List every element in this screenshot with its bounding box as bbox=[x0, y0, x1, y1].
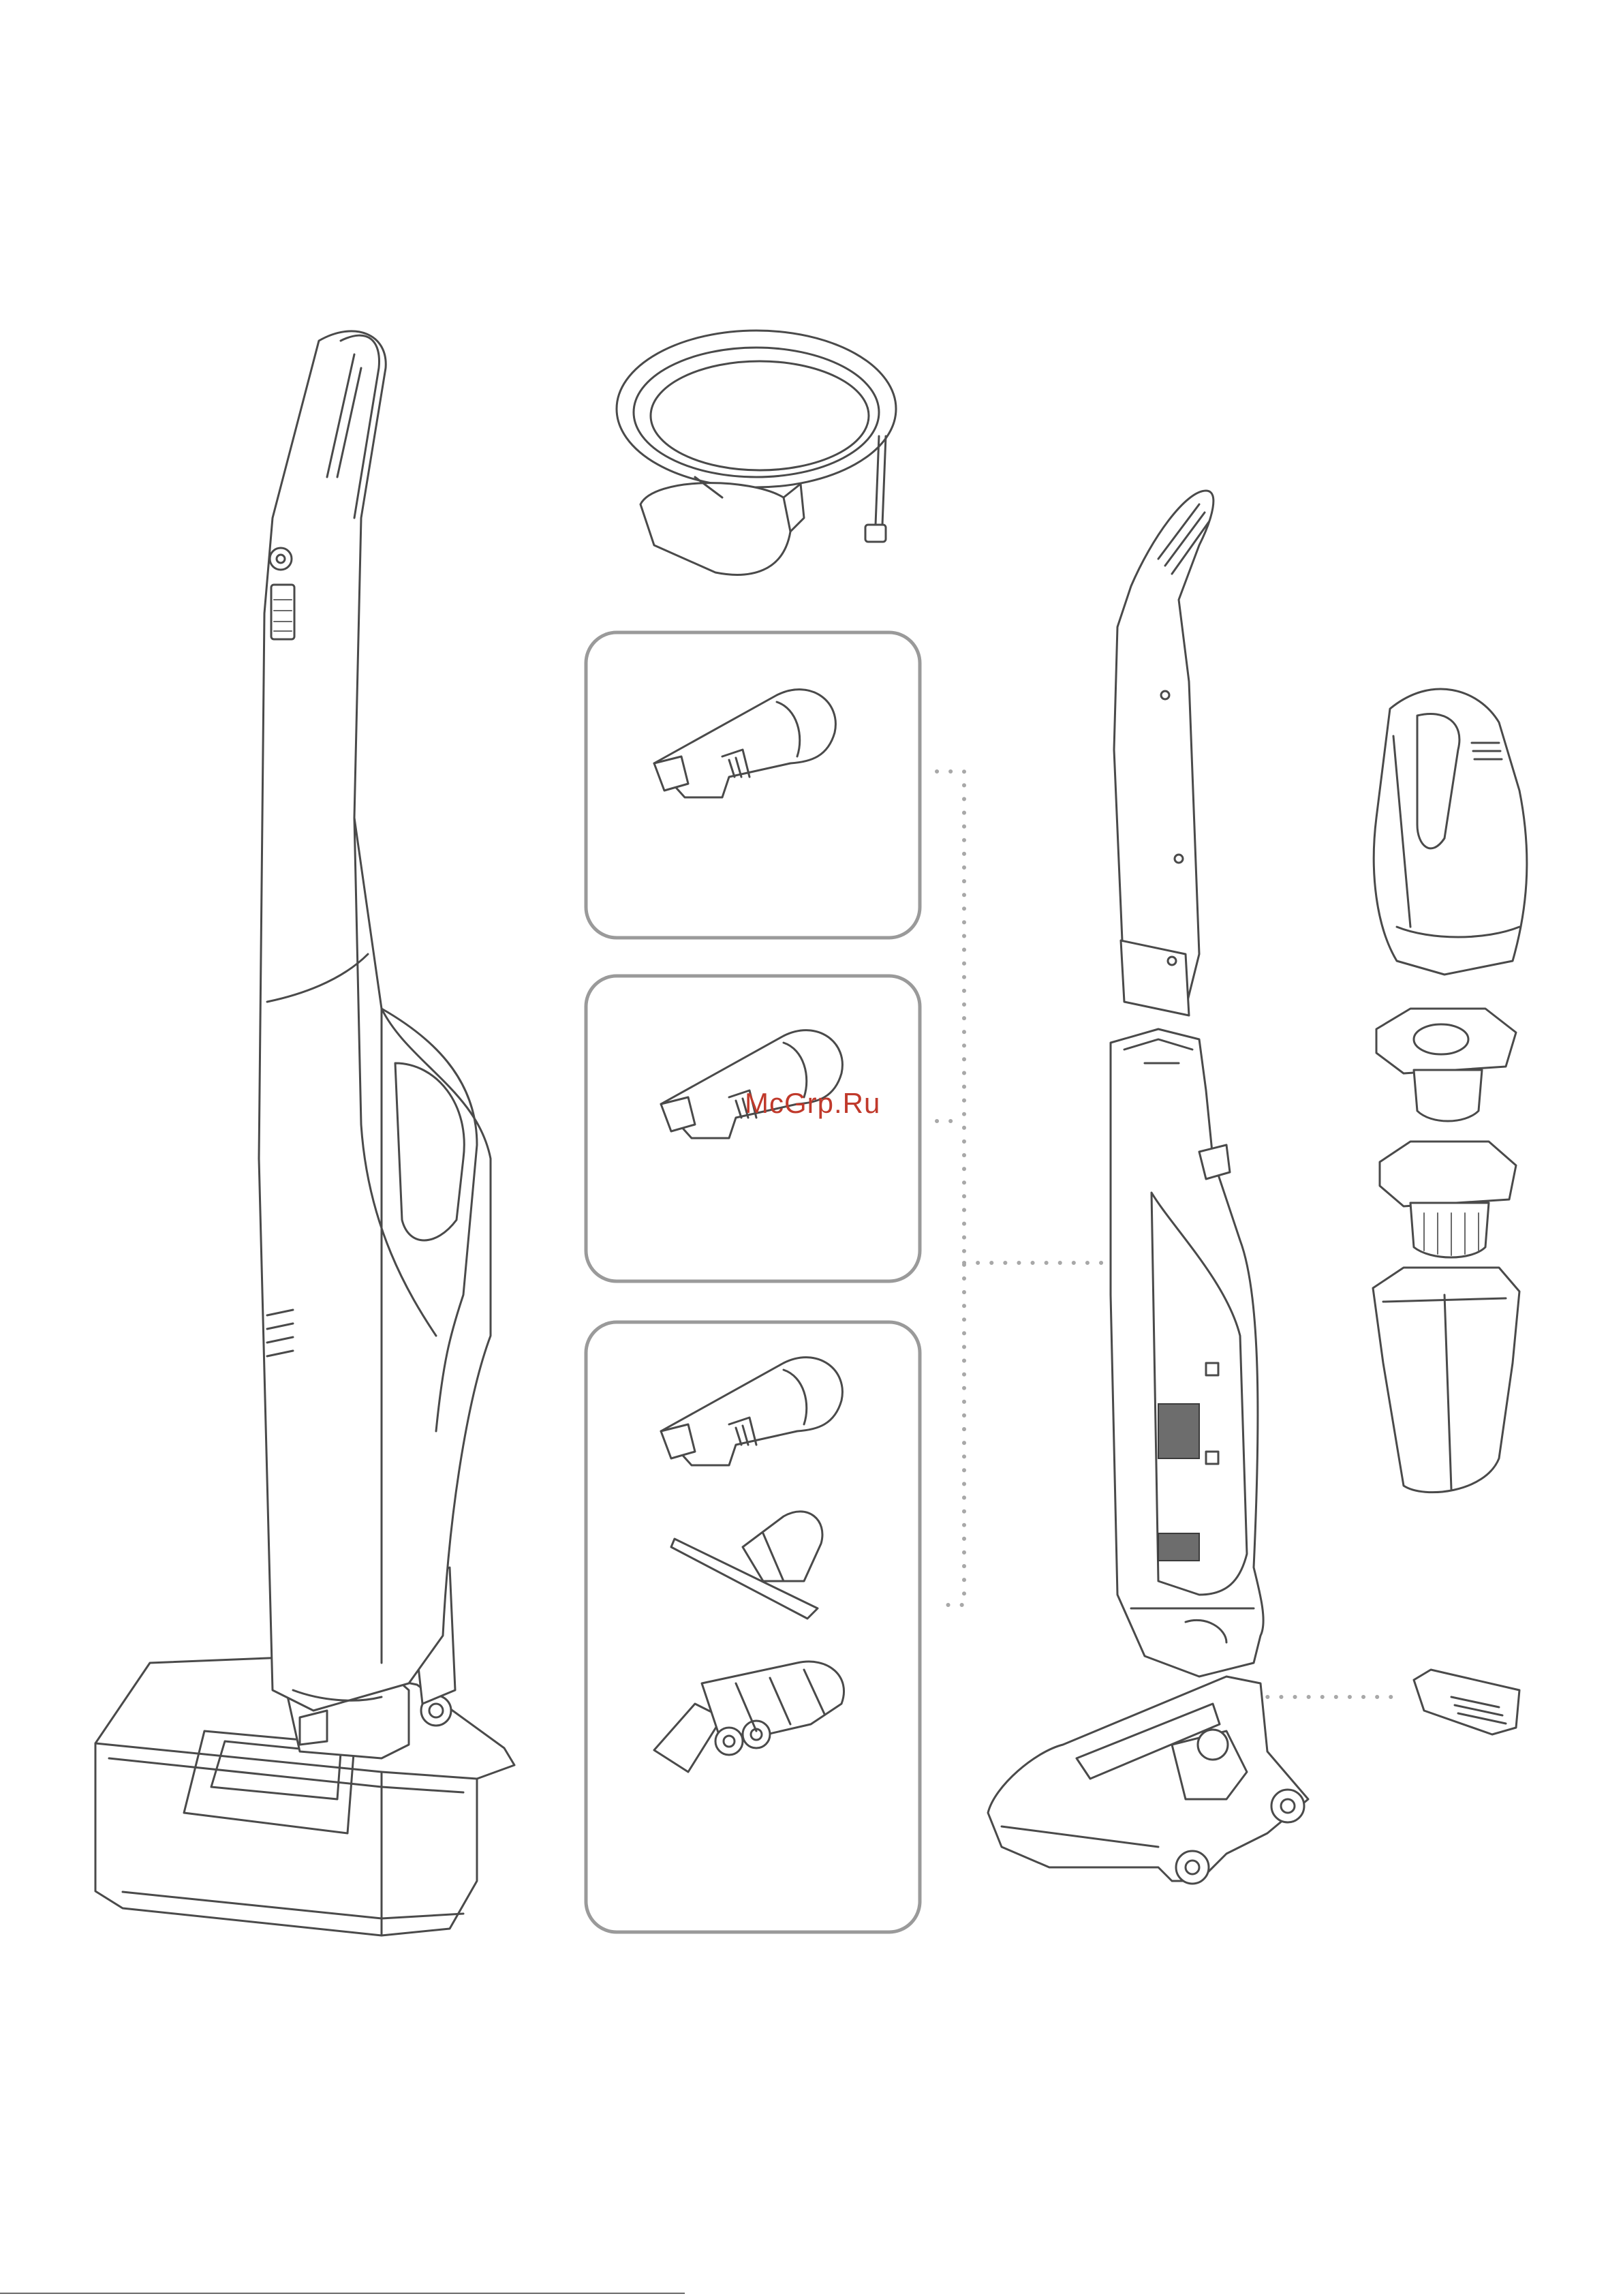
dust-container bbox=[1373, 1268, 1519, 1493]
charger-adapter-with-cable bbox=[617, 331, 896, 575]
crevice-nozzle-2 bbox=[661, 1030, 842, 1138]
crevice-nozzle-3 bbox=[661, 1358, 842, 1465]
upper-handle bbox=[1114, 491, 1214, 1015]
crevice-nozzle-1 bbox=[654, 690, 835, 797]
main-body-open bbox=[1111, 1029, 1263, 1677]
turbo-nozzle bbox=[654, 1662, 844, 1772]
watermark-text: McGrp.Ru bbox=[745, 1087, 880, 1120]
assembled-stick-vacuum bbox=[95, 331, 514, 1935]
accessory-box-1 bbox=[586, 632, 920, 938]
nozzle-latch-part bbox=[1414, 1670, 1519, 1734]
filter-cap bbox=[1376, 1009, 1516, 1121]
upholstery-nozzle bbox=[671, 1512, 822, 1619]
floor-nozzle-base bbox=[988, 1677, 1308, 1884]
cyclone-filter bbox=[1380, 1142, 1516, 1257]
handheld-unit bbox=[1374, 689, 1527, 975]
accessory-box-2 bbox=[586, 976, 920, 1281]
bottom-rule bbox=[0, 2293, 685, 2294]
